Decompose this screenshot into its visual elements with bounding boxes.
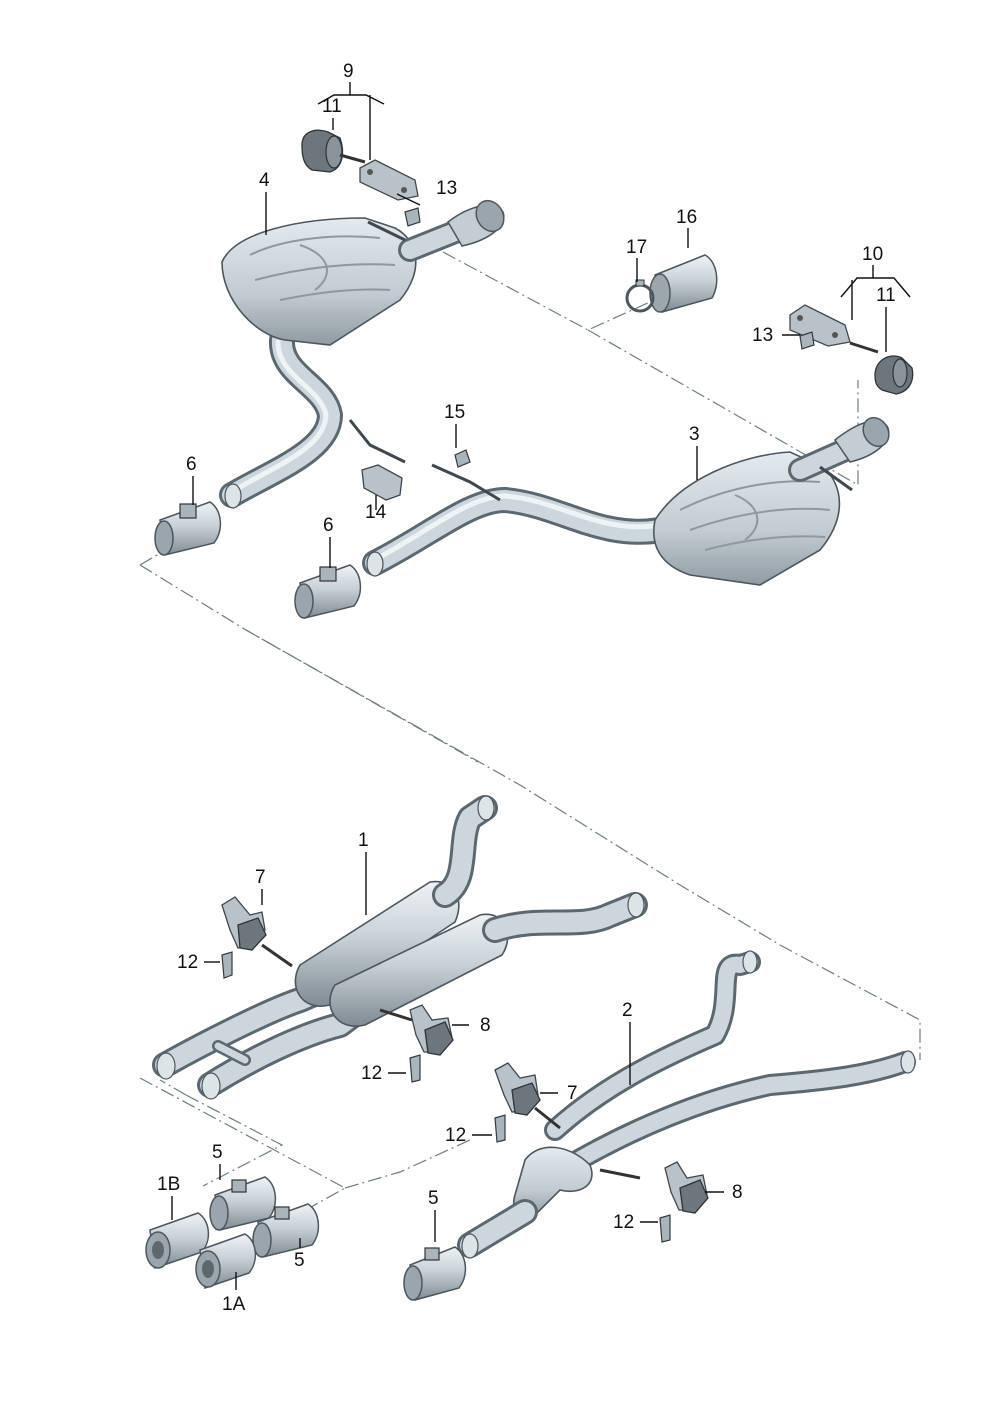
bracket-8-center — [379, 1004, 454, 1083]
tailpipe-1A — [195, 1233, 257, 1290]
label-5-lower: 5 — [294, 1250, 305, 1271]
label-3: 3 — [689, 424, 700, 445]
label-7-upper: 7 — [255, 867, 266, 888]
clamp-5-right — [403, 1246, 467, 1301]
label-1A: 1A — [222, 1294, 246, 1315]
front-pipe-2 — [457, 950, 916, 1259]
label-5-right: 5 — [428, 1188, 439, 1209]
label-4: 4 — [259, 170, 270, 191]
label-5-upper: 5 — [212, 1142, 223, 1163]
clamp-6-upper — [154, 501, 222, 556]
label-8-center: 8 — [480, 1015, 491, 1036]
bracket-7-lower — [494, 1062, 561, 1143]
label-12-center: 12 — [361, 1063, 382, 1084]
label-12-lower-right: 12 — [613, 1212, 634, 1233]
label-11-left: 11 — [322, 96, 342, 117]
label-11-right: 11 — [876, 285, 896, 306]
tailpipe-tip-16-and-clamp-17 — [625, 254, 718, 313]
hanger-rods — [348, 220, 501, 502]
label-12-lower-mid: 12 — [445, 1125, 466, 1146]
label-9: 9 — [343, 61, 354, 82]
label-6-upper: 6 — [186, 454, 197, 475]
label-6-lower: 6 — [323, 515, 334, 536]
label-1B: 1B — [157, 1174, 180, 1195]
hanger-assembly-9 — [301, 129, 421, 227]
clamp-5-left-upper — [209, 1176, 277, 1231]
label-7-lower: 7 — [567, 1083, 578, 1104]
bracket-7-upper — [221, 896, 293, 979]
center-silencer-1 — [152, 795, 648, 1100]
part-labels: 9 11 4 13 16 17 10 11 13 15 3 6 14 6 1 7… — [157, 61, 896, 1315]
bracket-8-lower — [659, 1161, 709, 1243]
rear-silencer-left — [219, 199, 505, 509]
label-2: 2 — [622, 1000, 633, 1021]
bracket-14-and-nut-15 — [361, 449, 471, 501]
hanger-assembly-10 — [789, 304, 914, 395]
label-17: 17 — [626, 237, 647, 258]
label-15: 15 — [444, 402, 465, 423]
leader-lines — [171, 82, 911, 1290]
clamp-6-lower — [294, 564, 362, 619]
label-13-left: 13 — [436, 178, 457, 199]
clamp-5-left-lower — [252, 1203, 320, 1258]
label-10: 10 — [862, 244, 883, 265]
assembly-guide-lines — [139, 251, 921, 1249]
label-16: 16 — [676, 207, 697, 228]
label-13-right: 13 — [752, 325, 773, 346]
tailpipe-1B — [145, 1212, 210, 1270]
label-1: 1 — [358, 830, 369, 851]
label-8-lower: 8 — [732, 1182, 743, 1203]
label-12-upper: 12 — [177, 952, 198, 973]
label-14: 14 — [365, 502, 387, 523]
rear-silencer-right — [362, 416, 890, 586]
